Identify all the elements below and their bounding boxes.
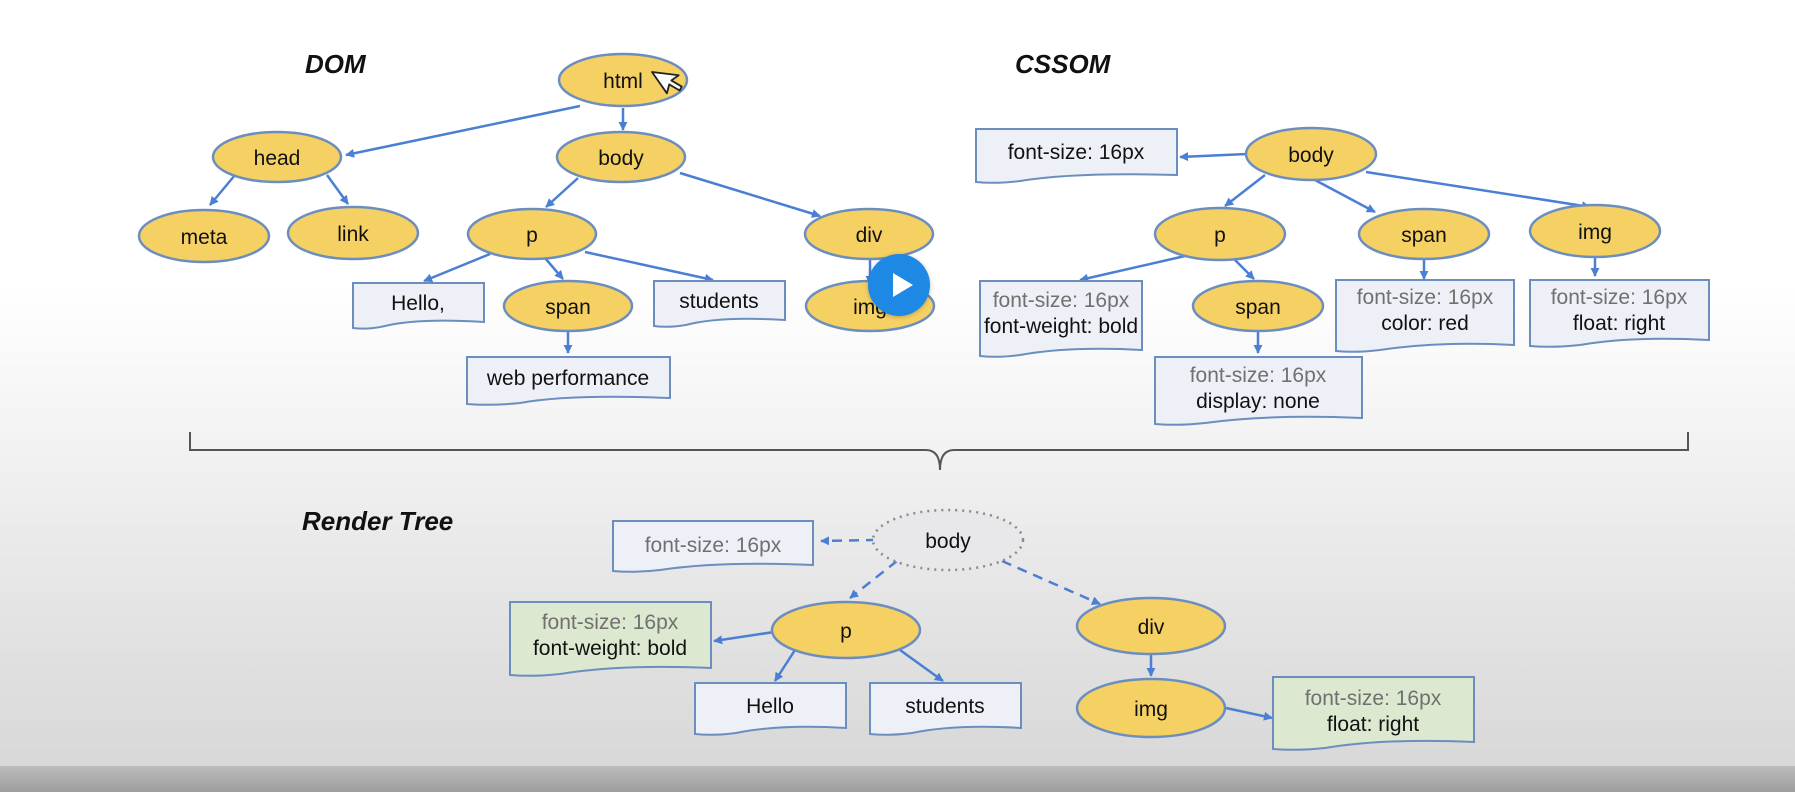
render-label-img: img [1134, 698, 1168, 721]
edge-render-body-div [1001, 559, 1101, 606]
render-node-body [871, 508, 1025, 572]
edge-css-p-span [1233, 258, 1255, 280]
edge-p-span [544, 257, 564, 280]
cssom-style-span-child-shape [1154, 356, 1363, 426]
edge-p-students [584, 250, 714, 283]
edge-html-head [345, 104, 581, 158]
render-node-p [770, 600, 922, 660]
dom-text-students-shape [653, 280, 786, 328]
render-label-p: p [840, 620, 852, 643]
dom-node-html [557, 52, 689, 108]
render-node-img [1075, 677, 1227, 739]
render-style-img-shape [1272, 676, 1475, 751]
edge-head-meta [209, 174, 236, 206]
dom-node-meta [137, 208, 271, 264]
edge-css-body-style [1179, 152, 1248, 162]
render-style-p-line2: font-weight: bold [533, 637, 687, 660]
dom-label-div: div [856, 224, 883, 247]
render-style-img-line1: font-size: 16px [1305, 687, 1442, 710]
cssom-style-body-shape [975, 128, 1178, 184]
render-style-img-line2: float: right [1327, 713, 1419, 736]
cssom-style-span-child-line1: font-size: 16px [1190, 364, 1327, 387]
edge-p-hello [423, 252, 491, 283]
cssom-label-body: body [1288, 144, 1334, 167]
edge-render-body-p [849, 560, 898, 599]
mouse-cursor-icon [651, 71, 683, 95]
cssom-node-body [1244, 126, 1378, 182]
render-text-hello: Hello [746, 695, 794, 718]
dom-node-div [803, 207, 935, 261]
render-text-students-shape [869, 682, 1022, 736]
edge-render-p-students [899, 648, 944, 683]
dom-node-link [286, 205, 420, 261]
dom-label-link: link [337, 223, 369, 246]
dom-node-p [466, 207, 598, 261]
dom-text-web-performance: web performance [486, 367, 649, 390]
dom-label-html: html [603, 70, 643, 93]
cssom-style-p-line2: font-weight: bold [984, 315, 1138, 338]
render-style-body-shape [612, 520, 814, 573]
render-style-p-line1: font-size: 16px [542, 611, 679, 634]
dom-text-webperf-shape [466, 356, 671, 406]
render-text-students: students [905, 695, 984, 718]
cssom-style-p-shape [979, 280, 1143, 358]
merge-brace [189, 432, 1689, 471]
cssom-style-span-line1: font-size: 16px [1357, 286, 1494, 309]
edge-css-body-span [1314, 178, 1376, 214]
render-node-div [1075, 596, 1227, 656]
cssom-style-span-shape [1335, 279, 1515, 353]
dom-section-title: DOM [305, 49, 367, 79]
dom-label-p: p [526, 224, 538, 247]
cssom-node-img [1528, 203, 1662, 259]
render-text-hello-shape [694, 682, 847, 736]
video-control-bar [0, 766, 1795, 792]
render-style-body-text: font-size: 16px [645, 534, 782, 557]
edge-head-link [325, 174, 350, 205]
dom-text-students: students [679, 290, 758, 313]
edge-body-p [545, 177, 579, 208]
cssom-node-span [1357, 207, 1491, 261]
cssom-style-span-line2: color: red [1381, 312, 1469, 335]
dom-label-head: head [254, 147, 301, 170]
cssom-style-p-line1: font-size: 16px [993, 289, 1130, 312]
edge-css-p-style [1079, 254, 1186, 283]
cssom-style-img-line1: font-size: 16px [1551, 286, 1688, 309]
render-label-div: div [1138, 616, 1165, 639]
cssom-style-img-line2: float: right [1573, 312, 1665, 335]
play-button[interactable] [868, 254, 930, 316]
dom-label-span: span [545, 296, 591, 319]
cssom-label-img: img [1578, 221, 1612, 244]
cssom-style-body-text: font-size: 16px [1008, 141, 1145, 164]
dom-node-body [555, 130, 687, 184]
cssom-label-span-child: span [1235, 296, 1281, 319]
dom-label-body: body [598, 147, 644, 170]
render-style-p-shape [509, 601, 712, 677]
dom-node-head [211, 130, 343, 184]
edge-css-body-p [1224, 174, 1266, 207]
dom-node-span [502, 279, 634, 333]
edge-render-p-style [713, 630, 775, 645]
render-label-body: body [925, 530, 971, 553]
cssom-section-title: CSSOM [1015, 49, 1112, 79]
cssom-node-span-child [1191, 279, 1325, 333]
dom-text-hello-shape [352, 282, 485, 330]
edge-render-img-style [1225, 706, 1273, 721]
cssom-style-span-child-line2: display: none [1196, 390, 1320, 413]
edge-render-body-style [820, 536, 877, 546]
edge-render-p-hello [773, 649, 797, 682]
cssom-style-img-shape [1529, 279, 1710, 348]
cssom-label-span: span [1401, 224, 1447, 247]
dom-label-meta: meta [181, 226, 228, 249]
dom-text-hello: Hello, [391, 292, 445, 315]
edge-body-div [679, 171, 821, 218]
cssom-node-p [1153, 206, 1287, 262]
edge-css-body-img [1365, 170, 1591, 211]
cssom-label-p: p [1214, 224, 1226, 247]
render-tree-section-title: Render Tree [302, 506, 453, 536]
